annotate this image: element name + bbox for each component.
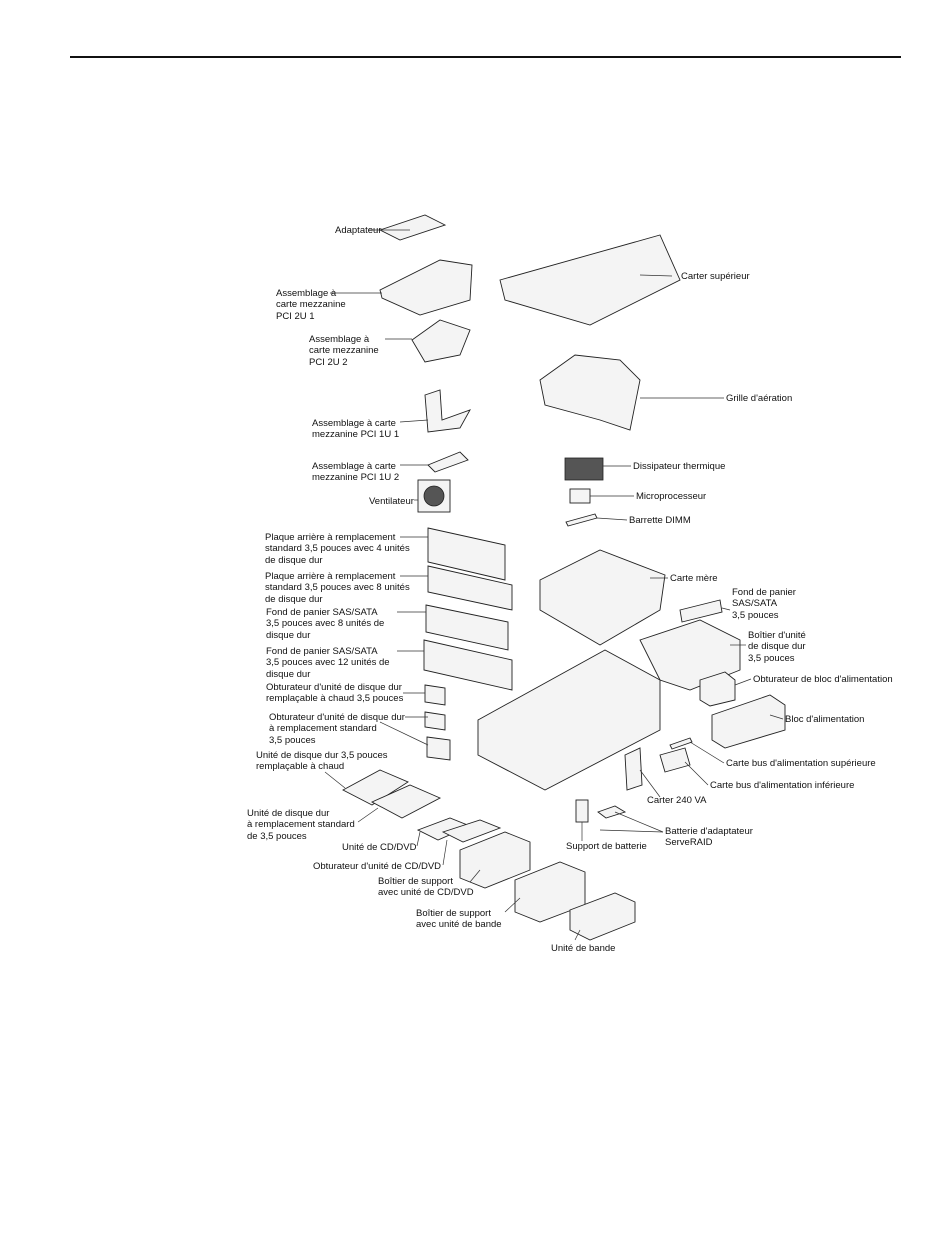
label-psu-bus-lower: Carte bus d'alimentation inférieure [710, 780, 855, 791]
fan-blade [423, 485, 445, 507]
label-backplane-8: Fond de panier SAS/SATA 3,5 pouces avec … [266, 607, 385, 641]
ss-filler-part-2 [426, 736, 451, 761]
ss-hdd-part [370, 784, 442, 819]
riser-2u1-part [379, 259, 473, 316]
psu-part [711, 694, 786, 749]
backplate-8-part [427, 565, 513, 611]
riser-1u1-part [424, 389, 471, 433]
chassis-part [477, 649, 661, 791]
psu-bus-upper-part [669, 737, 693, 750]
label-backplate-4: Plaque arrière à remplacement standard 3… [265, 532, 410, 566]
label-battery-holder: Support de batterie [566, 841, 647, 852]
ss-filler-part [424, 711, 446, 731]
adapter-part [378, 214, 447, 241]
label-riser-1u2: Assemblage à carte mezzanine PCI 1U 2 [312, 461, 400, 484]
cd-cage-part [459, 831, 531, 889]
label-tape-drive: Unité de bande [551, 943, 616, 954]
label-riser-1u1: Assemblage à carte mezzanine PCI 1U 1 [312, 418, 400, 441]
system-board-part [539, 549, 666, 646]
top-cover-part [499, 234, 681, 326]
backplane-12-part [423, 639, 513, 691]
label-top-cover: Carter supérieur [681, 271, 750, 282]
label-cd-filler: Obturateur d'unité de CD/DVD [313, 861, 442, 872]
label-system-board: Carte mère [670, 573, 718, 584]
tape-drive-part [569, 892, 636, 941]
riser-2u2-part [411, 319, 471, 363]
label-ss-filler: Obturateur d'unité de disque dur à rempl… [269, 712, 405, 746]
header-rule [70, 56, 901, 58]
label-microprocessor: Microprocesseur [636, 491, 707, 502]
label-riser-2u1: Assemblage à carte mezzanine PCI 2U 1 [276, 288, 346, 322]
label-hdd-cage: Boîtier d'unité de disque dur 3,5 pouces [748, 630, 806, 664]
label-riser-2u2: Assemblage à carte mezzanine PCI 2U 2 [309, 334, 379, 368]
label-air-baffle: Grille d'aération [726, 393, 793, 404]
label-psu-bus-upper: Carte bus d'alimentation supérieure [726, 758, 876, 769]
label-backplane-right: Fond de panier SAS/SATA 3,5 pouces [732, 587, 796, 621]
heat-sink-part [564, 457, 604, 481]
label-cd-dvd: Unité de CD/DVD [342, 842, 417, 853]
label-cd-cage: Boîtier de support avec unité de CD/DVD [378, 876, 474, 899]
label-backplane-12: Fond de panier SAS/SATA 3,5 pouces avec … [266, 646, 390, 680]
battery-part [597, 805, 627, 819]
cover-240va-part [624, 747, 643, 791]
label-serveraid-battery: Batterie d'adaptateur ServeRAID [665, 826, 753, 849]
label-backplate-8: Plaque arrière à remplacement standard 3… [265, 571, 410, 605]
dimm-part [565, 513, 598, 527]
hs-hdd-part [342, 769, 409, 806]
label-cover-240va: Carter 240 VA [647, 795, 707, 806]
label-dimm: Barrette DIMM [629, 515, 691, 526]
backplane-right-part [679, 599, 723, 623]
battery-holder-part [575, 799, 589, 823]
microprocessor-part [569, 488, 591, 504]
label-fan: Ventilateur [369, 496, 414, 507]
label-tape-cage: Boîtier de support avec unité de bande [416, 908, 502, 931]
label-ss-hdd: Unité de disque dur à remplacement stand… [247, 808, 355, 842]
label-adapter: Adaptateur [335, 225, 382, 236]
riser-1u2-part [427, 451, 469, 473]
label-psu-filler: Obturateur de bloc d'alimentation [753, 674, 893, 685]
backplane-8-part [425, 604, 509, 651]
label-psu: Bloc d'alimentation [785, 714, 865, 725]
air-baffle-part [539, 354, 641, 431]
hs-filler-part [424, 684, 446, 706]
label-heat-sink: Dissipateur thermique [633, 461, 726, 472]
psu-bus-lower-part [659, 747, 691, 773]
backplate-4-part [427, 527, 506, 581]
cd-filler-part [441, 819, 502, 843]
label-hs-filler: Obturateur d'unité de disque dur remplaç… [266, 682, 404, 705]
psu-filler-part [699, 671, 736, 707]
label-hs-hdd: Unité de disque dur 3,5 pouces remplaçab… [256, 750, 388, 773]
